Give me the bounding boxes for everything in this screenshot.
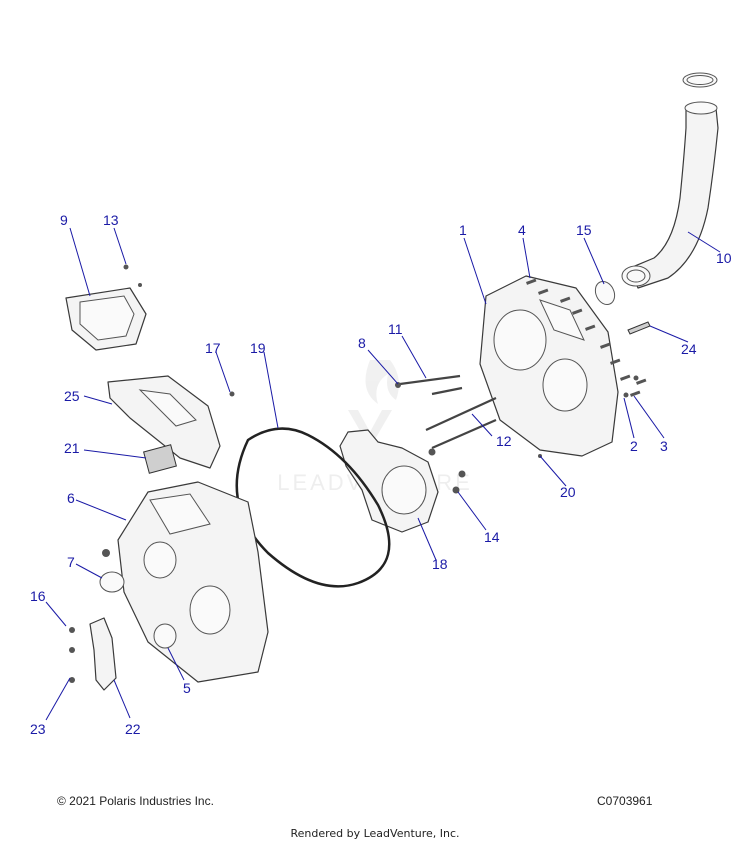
callout-1: 1: [459, 222, 467, 238]
filter-screen-part: [143, 444, 177, 474]
callout-10: 10: [716, 250, 732, 266]
small-hardware-part: [69, 264, 639, 683]
callout-11: 11: [388, 321, 403, 337]
callout-8: 8: [358, 335, 366, 351]
copyright-text: © 2021 Polaris Industries Inc.: [57, 794, 214, 808]
callout-2: 2: [630, 438, 638, 454]
callout-6: 6: [67, 490, 75, 506]
callout-16: 16: [30, 588, 46, 604]
leader-lines: [45, 227, 721, 721]
callout-17: 17: [205, 340, 221, 356]
callout-23: 23: [30, 721, 46, 737]
clamp-ring-part: [594, 280, 616, 306]
long-bolts-part: [399, 374, 497, 450]
callout-15: 15: [576, 222, 592, 238]
diagram-code: C0703961: [597, 794, 653, 808]
cover-bolts-part: [525, 278, 647, 397]
callout-labels: 1 2 3 4 5 6 7 8 9 10 11 12 13 14 15 16 1…: [30, 212, 732, 737]
callout-5: 5: [183, 680, 191, 696]
callout-22: 22: [125, 721, 141, 737]
mount-bracket-part: [89, 617, 117, 691]
callout-7: 7: [67, 554, 75, 570]
outer-clutch-cover-part: [479, 275, 619, 457]
small-bracket-part: [627, 321, 651, 335]
seal-large-part: [99, 571, 125, 593]
duct-tube-part: [621, 72, 719, 289]
callout-25: 25: [64, 388, 80, 404]
callout-12: 12: [496, 433, 512, 449]
seal-small-part: [153, 623, 177, 649]
rendered-by-credit: Rendered by LeadVenture, Inc.: [290, 827, 460, 840]
callout-4: 4: [518, 222, 526, 238]
inner-clutch-cover-part: [117, 481, 269, 683]
intake-frame-part: [65, 287, 147, 351]
callout-9: 9: [60, 212, 68, 228]
callout-19: 19: [250, 340, 266, 356]
callout-18: 18: [432, 556, 448, 572]
callout-21: 21: [64, 440, 80, 456]
callout-13: 13: [103, 212, 119, 228]
intake-duct-part: [107, 375, 221, 469]
callout-20: 20: [560, 484, 576, 500]
callout-3: 3: [660, 438, 668, 454]
callout-14: 14: [484, 529, 500, 545]
callout-24: 24: [681, 341, 697, 357]
belt-guard-plate-part: [339, 429, 439, 533]
